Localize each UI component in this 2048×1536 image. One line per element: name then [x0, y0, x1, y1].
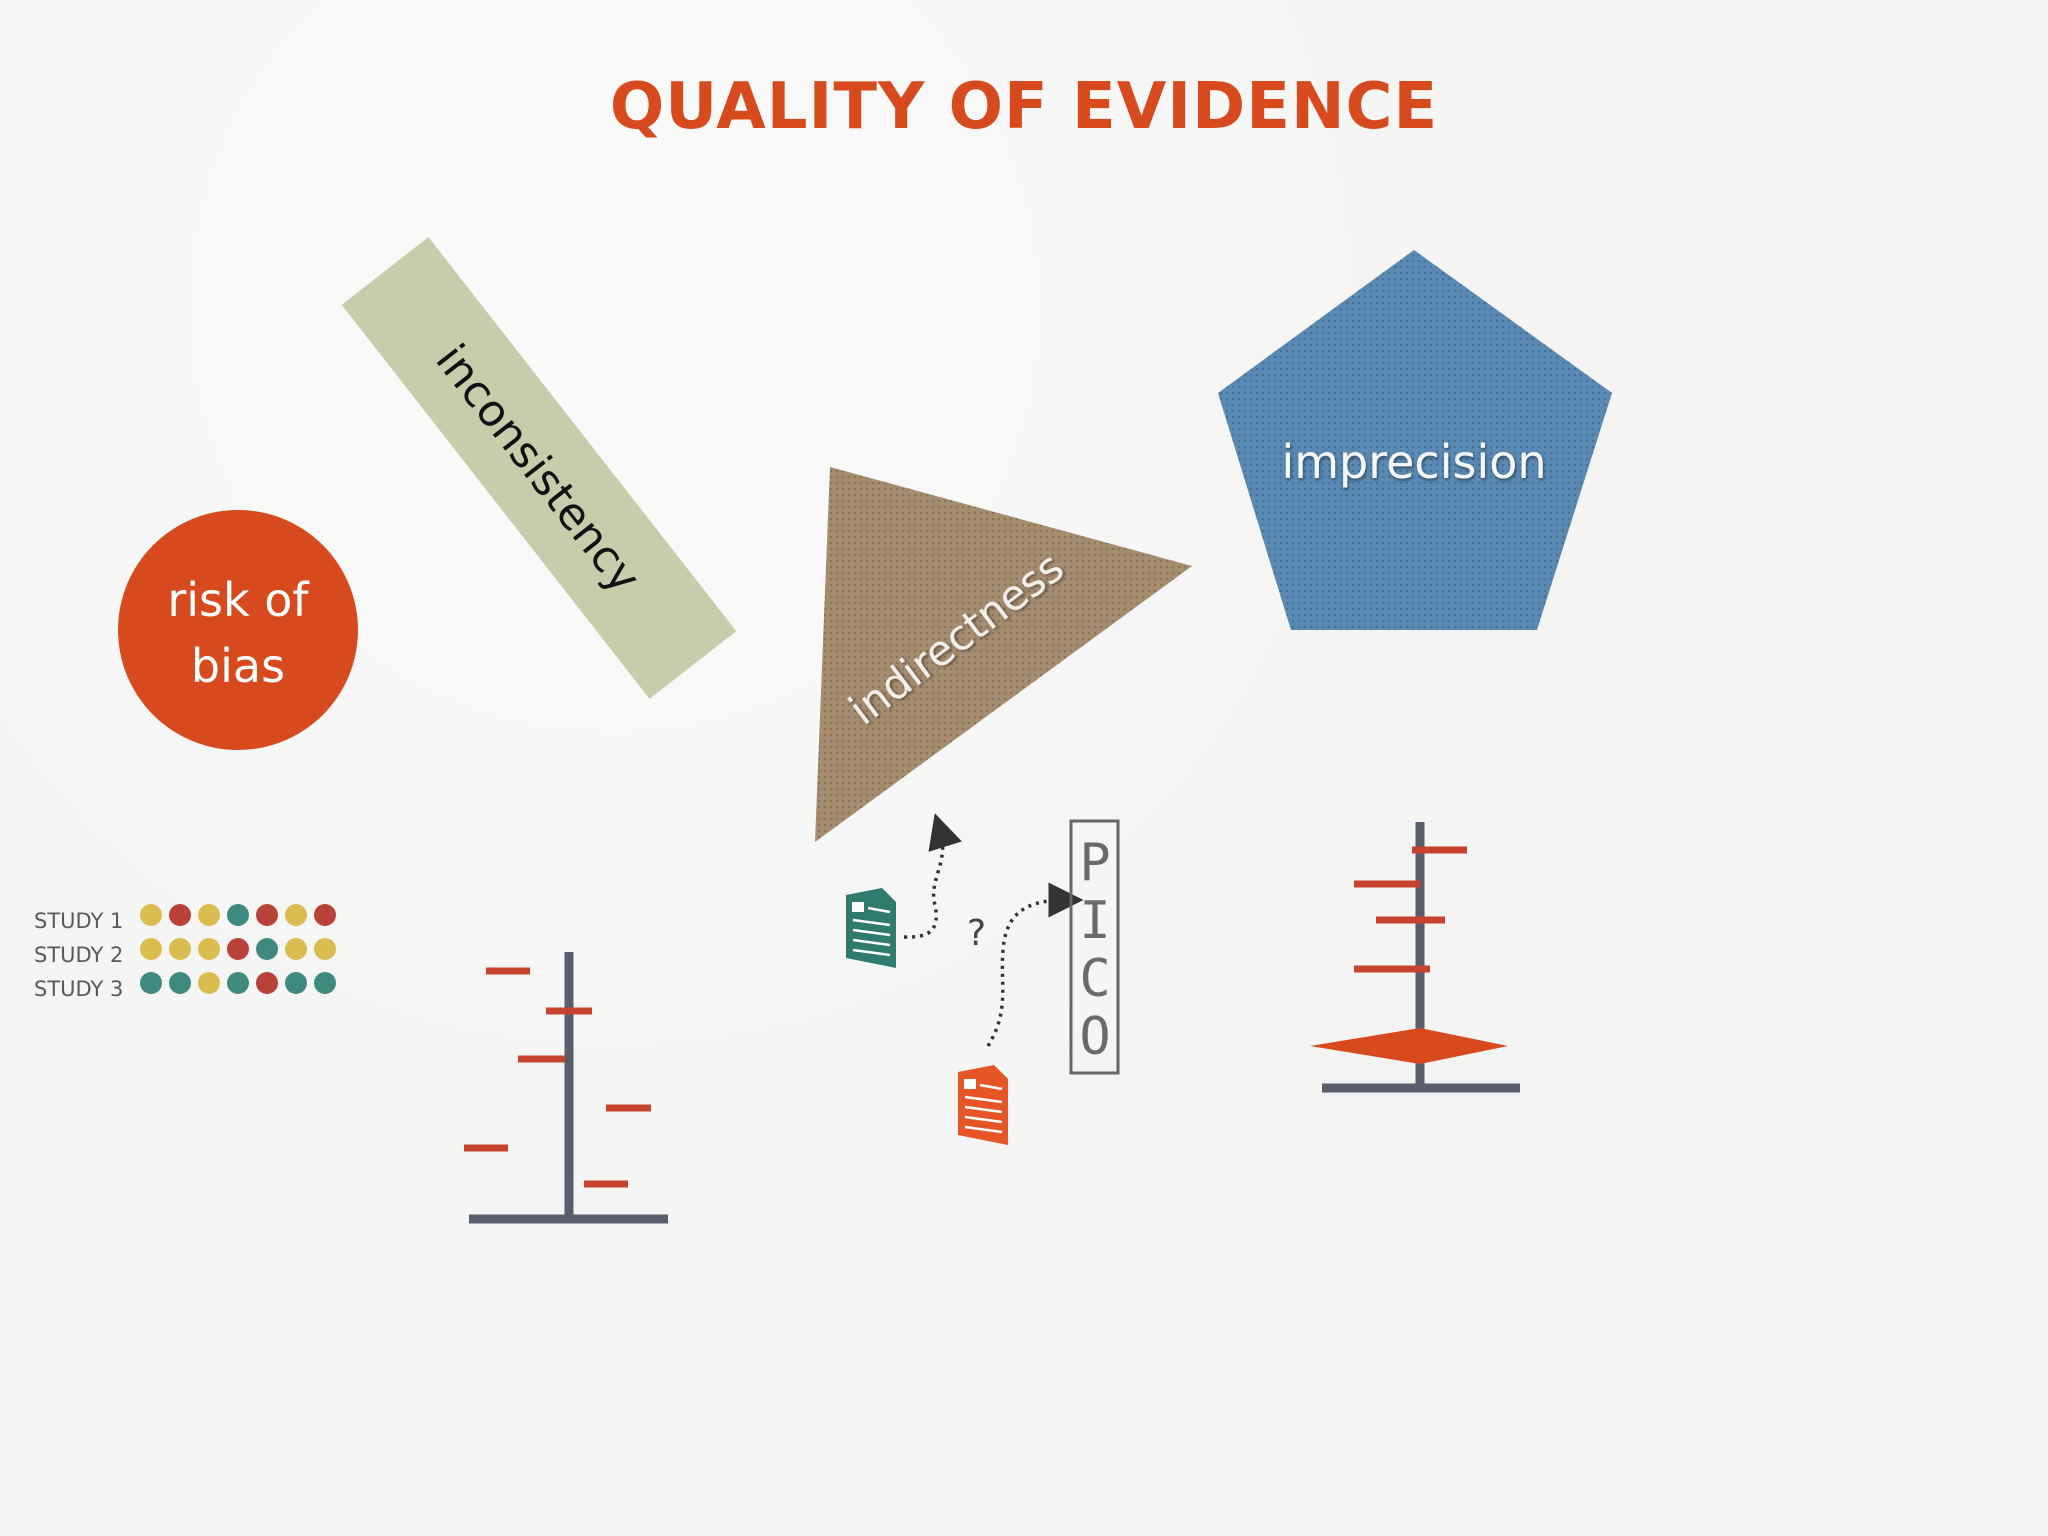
indirectness-shape: indirectness [815, 467, 1192, 842]
study-dot-grid: STUDY 1 STUDY 2 STUDY 3 [34, 904, 336, 1001]
study-dot [169, 904, 191, 926]
study-dot [314, 938, 336, 960]
orange-document-icon [958, 1065, 1008, 1145]
study-dot [227, 938, 249, 960]
study-dot [285, 972, 307, 994]
study-dot [169, 972, 191, 994]
question-mark: ? [967, 913, 986, 954]
risk-of-bias-label-line2: bias [191, 639, 285, 693]
imprecision-shape: imprecision [1218, 250, 1612, 630]
study-dot [198, 938, 220, 960]
study-label: STUDY 3 [34, 977, 123, 1001]
dotted-arrow-to-pico [986, 882, 1084, 1047]
risk-of-bias-label-line1: risk of [167, 573, 310, 627]
indirectness-triangle [815, 467, 1192, 842]
pico-letter: C [1079, 949, 1110, 1009]
inconsistency-rectangle [341, 237, 737, 699]
inconsistency-forest-plot [464, 952, 668, 1224]
study-dot [198, 972, 220, 994]
study-dot [227, 904, 249, 926]
imprecision-label: imprecision [1281, 435, 1546, 489]
study-label: STUDY 1 [34, 909, 123, 933]
risk-of-bias-shape: risk of bias [118, 510, 358, 750]
study-dot [314, 904, 336, 926]
study-dot [227, 972, 249, 994]
pico-box [1069, 819, 1120, 1075]
study-dot [256, 938, 278, 960]
study-dot [169, 938, 191, 960]
inconsistency-shape: inconsistency [341, 237, 737, 699]
inconsistency-label: inconsistency [425, 335, 650, 603]
page-title: QUALITY OF EVIDENCE [609, 70, 1439, 144]
study-label: STUDY 2 [34, 943, 123, 967]
study-dot [140, 938, 162, 960]
imprecision-forest-plot [1310, 822, 1520, 1093]
study-dot [140, 972, 162, 994]
study-dot [198, 904, 220, 926]
pico-letter: P [1079, 833, 1110, 893]
dotted-arrow-up [903, 813, 962, 939]
pico-illustration: ? P I C O [846, 813, 1120, 1145]
study-dot [140, 904, 162, 926]
study-dot [314, 972, 336, 994]
imprecision-pentagon [1218, 250, 1612, 630]
pico-letter: O [1079, 1007, 1110, 1067]
teal-document-icon [846, 888, 896, 968]
study-dot [285, 904, 307, 926]
study-dot [285, 938, 307, 960]
summary-diamond [1310, 1028, 1508, 1064]
study-dot [256, 904, 278, 926]
pico-letter: I [1079, 891, 1110, 951]
study-dot [256, 972, 278, 994]
risk-of-bias-circle [118, 510, 358, 750]
